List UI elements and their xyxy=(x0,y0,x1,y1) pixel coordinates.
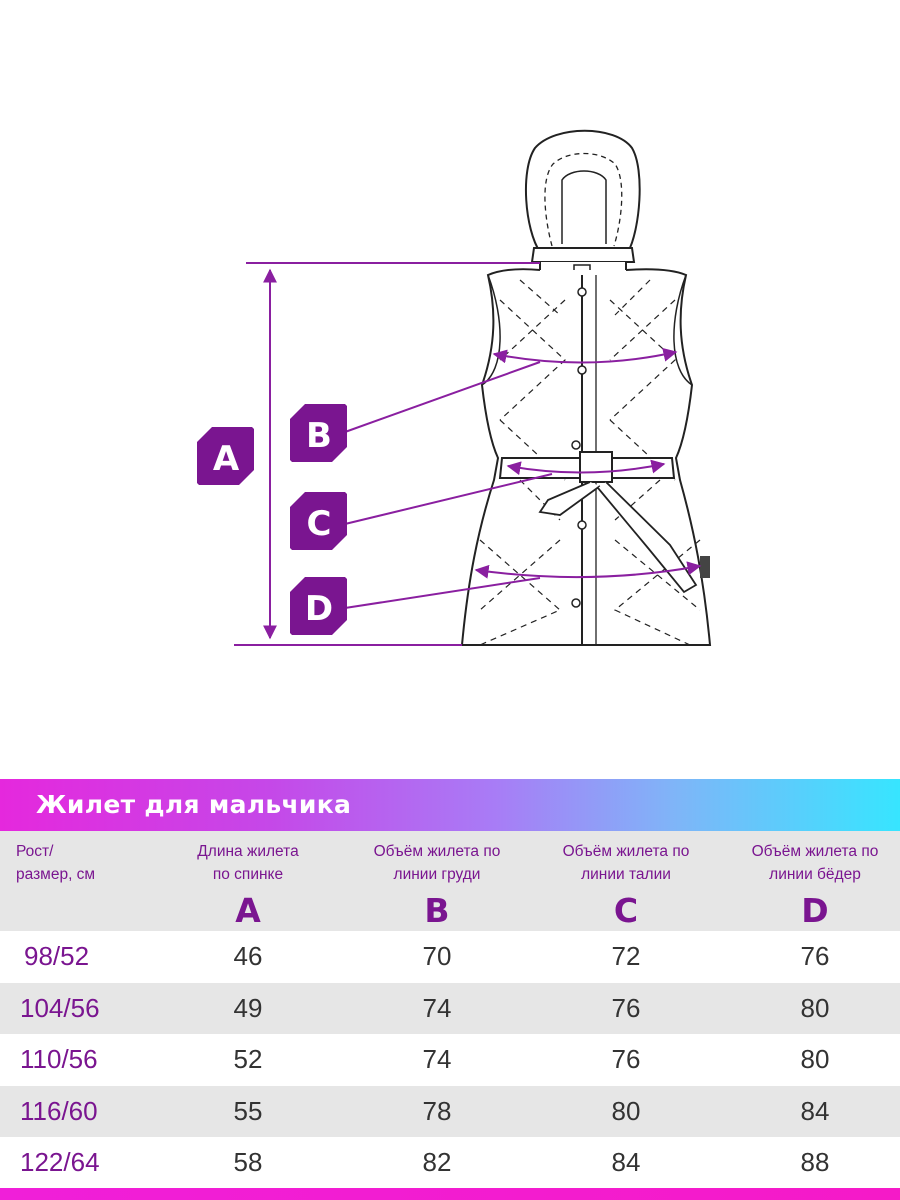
header-letter-c: C xyxy=(613,891,639,930)
table-title: Жилет для мальчика xyxy=(36,790,352,819)
value-b: 74 xyxy=(422,1044,452,1074)
vest-illustration xyxy=(460,129,712,646)
header-letter-a: A xyxy=(235,891,261,930)
table-row: 116/60 55 78 80 84 xyxy=(0,1086,900,1137)
value-d: 80 xyxy=(800,1044,830,1074)
value-c: 76 xyxy=(611,993,641,1023)
value-b: 74 xyxy=(422,993,452,1023)
dimension-a xyxy=(234,262,540,646)
svg-text:A: A xyxy=(213,439,240,479)
header-a: Длина жилета по спинке xyxy=(197,843,299,883)
table-title-bar: Жилет для мальчика xyxy=(0,779,900,831)
badge-a: A xyxy=(197,427,254,485)
badge-d: D xyxy=(290,577,347,635)
table-row: 104/56 49 74 76 80 xyxy=(0,983,900,1034)
value-c: 84 xyxy=(611,1147,641,1177)
header-c: Объём жилета по линии талии xyxy=(562,843,690,883)
value-b: 78 xyxy=(422,1096,452,1126)
value-b: 70 xyxy=(422,941,452,971)
value-a: 49 xyxy=(233,993,263,1023)
bottom-accent-bar xyxy=(0,1188,900,1200)
value-c: 80 xyxy=(611,1096,641,1126)
value-c: 76 xyxy=(611,1044,641,1074)
header-b: Объём жилета по линии груди xyxy=(373,843,501,883)
header-size: Рост/ размер, см xyxy=(16,843,96,883)
value-a: 58 xyxy=(233,1147,263,1177)
value-a: 55 xyxy=(233,1096,263,1126)
table-row: 122/64 58 82 84 88 xyxy=(0,1137,900,1188)
badge-b: B xyxy=(290,404,347,462)
value-b: 82 xyxy=(422,1147,452,1177)
value-a: 52 xyxy=(233,1044,263,1074)
value-d: 84 xyxy=(800,1096,830,1126)
size-cell: 110/56 xyxy=(20,1044,98,1074)
value-d: 76 xyxy=(800,941,830,971)
svg-text:C: C xyxy=(307,504,332,544)
size-cell: 122/64 xyxy=(20,1147,100,1177)
table-row: 98/52 46 70 72 76 xyxy=(0,931,900,982)
vest-measurement-diagram: A B C D xyxy=(197,129,712,646)
value-d: 88 xyxy=(800,1147,830,1177)
size-cell: 98/52 xyxy=(24,941,90,971)
table-row: 110/56 52 74 76 80 xyxy=(0,1034,900,1085)
value-d: 80 xyxy=(800,993,830,1023)
size-cell: 116/60 xyxy=(20,1096,98,1126)
header-letter-d: D xyxy=(801,891,829,930)
header-d: Объём жилета по линии бёдер xyxy=(751,843,879,883)
table-header: Рост/ размер, см Длина жилета по спинке … xyxy=(0,831,900,931)
svg-text:D: D xyxy=(305,589,333,629)
dimension-arcs xyxy=(344,347,702,609)
header-letter-b: B xyxy=(424,891,450,930)
badge-c: C xyxy=(290,492,347,550)
svg-text:B: B xyxy=(306,416,332,456)
value-c: 72 xyxy=(611,941,641,971)
size-cell: 104/56 xyxy=(20,993,100,1023)
value-a: 46 xyxy=(233,941,263,971)
